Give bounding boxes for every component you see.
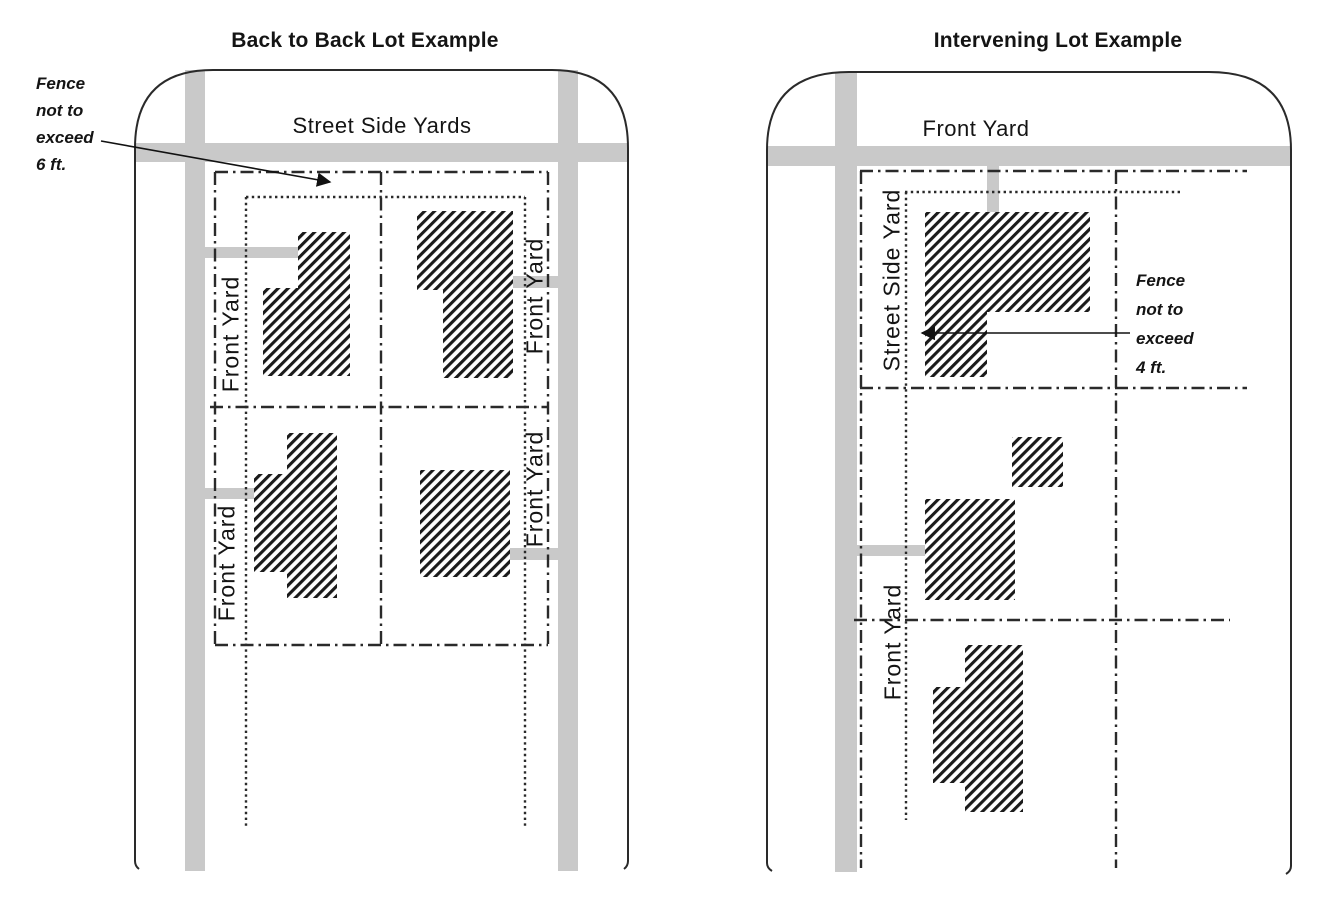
back-to-back-diagram	[100, 69, 629, 871]
building-lower-right	[420, 470, 510, 577]
intervening-title: Intervening Lot Example	[933, 29, 1183, 52]
fence-lines	[244, 195, 527, 826]
block-outline	[766, 71, 1292, 875]
street-horizontal-top	[768, 146, 1290, 166]
street-side-yard-label: Street Side Yard	[878, 188, 905, 372]
building-top-lot	[925, 212, 1090, 377]
street-side-yards-label: Street Side Yards	[292, 113, 472, 138]
building-upper-left	[263, 232, 350, 376]
driveway-upper-left	[205, 247, 299, 258]
street-vertical	[835, 72, 857, 872]
fence-note-6ft: Fence not to exceed 6 ft.	[36, 74, 94, 174]
building-lower-left	[254, 433, 337, 598]
driveway-middle	[845, 545, 925, 556]
block-outline-foot	[766, 858, 773, 872]
front-yard-top-label: Front Yard	[922, 116, 1030, 141]
buildings-right-diagram	[925, 212, 1090, 812]
driveway-lower-right	[510, 548, 574, 560]
buildings-left-diagram	[254, 211, 513, 598]
front-yard-label-upper-left: Front Yard	[217, 275, 244, 393]
front-yard-label-lower-left: Front Yard	[213, 504, 240, 622]
fence-note-arrow-left	[100, 140, 332, 187]
driveway-top	[987, 166, 999, 212]
streets-right	[768, 72, 1290, 872]
driveway-lower-left	[205, 488, 255, 499]
building-bottom-lot	[933, 645, 1023, 812]
front-yard-label-lower-right: Front Yard	[521, 430, 548, 548]
block-outline-foot	[134, 855, 140, 870]
fence-lines	[904, 190, 1180, 820]
street-vertical-right	[558, 70, 578, 871]
front-yard-label-left: Front Yard	[879, 583, 906, 701]
street-horizontal-top	[136, 143, 628, 162]
block-outline	[134, 69, 629, 870]
back-to-back-title: Back to Back Lot Example	[231, 29, 499, 52]
lot-boundaries	[854, 169, 1247, 868]
driveway-upper-right	[513, 276, 575, 288]
streets-left	[136, 70, 628, 871]
building-upper-right	[417, 211, 513, 378]
intervening-diagram	[766, 71, 1292, 875]
building-middle-small	[1012, 437, 1063, 487]
building-middle-large	[925, 499, 1015, 600]
front-yard-label-upper-right: Front Yard	[521, 237, 548, 355]
street-vertical-left	[185, 70, 205, 871]
fence-note-4ft: Fence not to exceed 4 ft.	[1136, 271, 1194, 377]
